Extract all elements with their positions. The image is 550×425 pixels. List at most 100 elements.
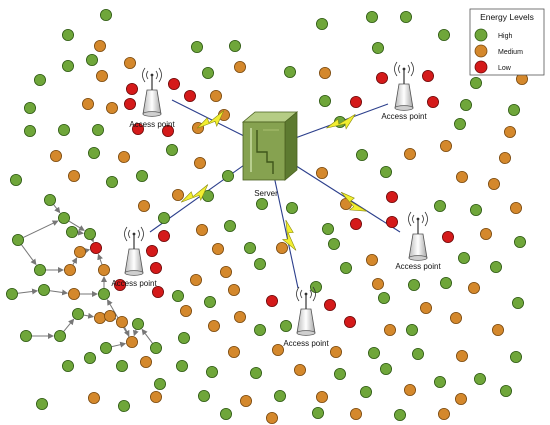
sensor-node-low: [349, 96, 362, 109]
sensor-node-high: [36, 397, 49, 410]
hop-arrow: [123, 327, 130, 337]
sensor-node-high: [514, 235, 527, 248]
hop-arrow: [83, 312, 95, 319]
sensor-node-medium: [124, 57, 137, 70]
sensor-node-high: [499, 384, 512, 397]
sensor-node-high: [175, 359, 188, 372]
access-point[interactable]: Access point: [381, 61, 427, 121]
hop-arrow: [49, 289, 69, 296]
hop-arrow: [71, 257, 78, 265]
access-point[interactable]: Access point: [111, 226, 157, 288]
sensor-node-medium: [227, 283, 240, 296]
sensor-node-medium: [503, 126, 516, 139]
sensor-node-high: [19, 329, 32, 342]
sensor-node-low: [343, 315, 356, 328]
sensor-node-low: [114, 278, 127, 291]
sensor-node-high: [98, 287, 111, 300]
sensor-node-low: [151, 285, 164, 298]
sensor-node-medium: [96, 70, 109, 83]
access-point-label: Access point: [111, 279, 157, 288]
sensor-node-low: [426, 96, 439, 109]
sensor-node-medium: [126, 335, 139, 348]
sensor-node-low: [126, 83, 139, 96]
sensor-node-high: [253, 257, 266, 270]
sensor-node-high: [469, 203, 482, 216]
sensor-node-low: [349, 217, 362, 230]
sensor-node-high: [255, 197, 268, 210]
sensor-node-low: [183, 90, 196, 103]
sensor-node-high: [439, 276, 452, 289]
legend-medium-label: Medium: [498, 49, 523, 56]
antenna-tower-icon: [124, 226, 144, 276]
sensor-node-high: [34, 263, 47, 276]
access-point-label: Access point: [283, 339, 329, 348]
sensor-node-high: [359, 385, 372, 398]
sensor-node-medium: [371, 277, 384, 290]
lightning-bolt-icon: [180, 184, 209, 203]
sensor-node-medium: [94, 311, 107, 324]
sensor-node-high: [88, 146, 101, 159]
legend-medium-swatch: [474, 44, 488, 58]
access-point[interactable]: Access point: [129, 67, 175, 129]
legend: Energy Levels High Medium Low: [469, 8, 545, 76]
sensor-node-medium: [365, 253, 378, 266]
sensor-node-low: [157, 229, 170, 242]
legend-low-swatch: [474, 60, 488, 74]
sensor-node-high: [84, 227, 97, 240]
sensor-node-medium: [487, 177, 500, 190]
sensor-node-high: [23, 125, 36, 138]
sensor-node-high: [283, 66, 296, 79]
sensor-node-high: [393, 408, 406, 421]
sensor-node-medium: [265, 411, 278, 424]
sensor-node-high: [201, 67, 214, 80]
sensor-node-medium: [233, 310, 246, 323]
sensor-node-medium: [189, 273, 202, 286]
server[interactable]: Server: [241, 111, 299, 198]
sensor-node-high: [23, 102, 36, 115]
sensor-node-high: [311, 406, 324, 419]
sensor-node-medium: [349, 407, 362, 420]
sensor-node-medium: [455, 170, 468, 183]
sensor-node-medium: [509, 201, 522, 214]
sensor-node-low: [131, 123, 144, 136]
sensor-node-medium: [82, 98, 95, 111]
access-point[interactable]: Access point: [283, 286, 329, 348]
sensor-node-medium: [227, 345, 240, 358]
sensor-node-high: [58, 124, 71, 137]
hop-arrow: [21, 244, 37, 266]
sensor-node-high: [318, 95, 331, 108]
sensor-node-high: [190, 41, 203, 54]
server-tower-icon: [241, 111, 299, 181]
sensor-node-medium: [209, 90, 222, 103]
sensor-node-high: [459, 99, 472, 112]
hop-arrow: [97, 253, 103, 265]
sensor-node-medium: [315, 166, 328, 179]
sensor-node-high: [327, 237, 340, 250]
sensor-node-high: [149, 341, 162, 354]
sensor-nodes: [6, 8, 529, 424]
sensor-node-medium: [403, 147, 416, 160]
sensor-node-medium: [195, 223, 208, 236]
sensor-node-high: [100, 341, 113, 354]
sensor-node-high: [273, 389, 286, 402]
sensor-node-high: [100, 8, 113, 21]
sensor-node-high: [38, 283, 51, 296]
sensor-node-medium: [455, 349, 468, 362]
sensor-node-medium: [137, 199, 150, 212]
access-point[interactable]: Access point: [395, 211, 441, 271]
sensor-node-medium: [479, 227, 492, 240]
sensor-node-medium: [207, 319, 220, 332]
sensor-node-high: [62, 28, 75, 41]
sensor-node-medium: [383, 323, 396, 336]
sensor-node-medium: [64, 263, 77, 276]
lightning-bolt-icon: [326, 114, 356, 130]
sensor-node-high: [34, 74, 47, 87]
sensor-node-low: [145, 244, 158, 257]
sensor-node-high: [177, 331, 190, 344]
sensor-node-medium: [98, 263, 111, 276]
sensor-node-high: [285, 201, 298, 214]
sensor-node-low: [161, 125, 174, 138]
sensor-node-high: [219, 407, 232, 420]
